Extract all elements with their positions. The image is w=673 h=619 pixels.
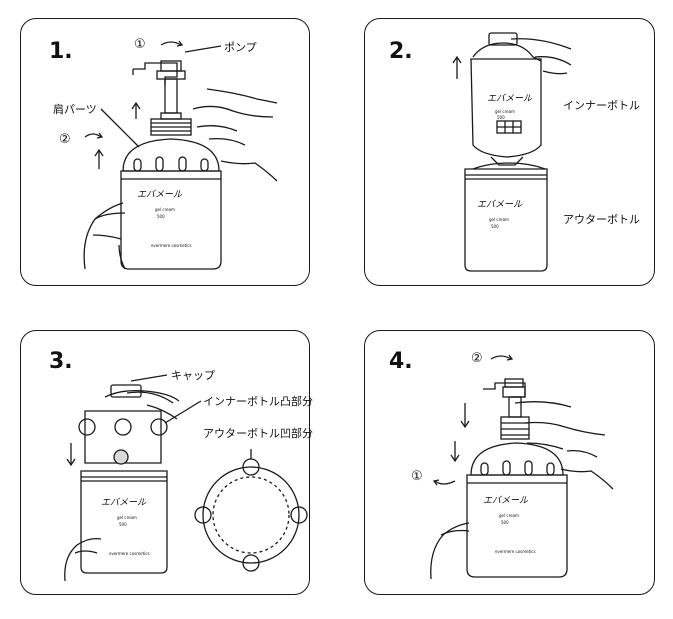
step-number: 4. [389, 349, 413, 374]
svg-text:500: 500 [501, 520, 509, 525]
inner-convex-label: インナーボトル凸部分 [203, 395, 313, 408]
svg-text:エバメール: エバメール [487, 93, 533, 104]
svg-text:evermere cosmetics: evermere cosmetics [495, 549, 536, 554]
svg-text:エバメール: エバメール [477, 199, 523, 210]
svg-text:gel cream: gel cream [117, 515, 137, 520]
svg-text:evermere cosmetics: evermere cosmetics [109, 551, 150, 556]
step-marker-1: ① [134, 37, 146, 52]
step-2-illustration [452, 32, 572, 272]
svg-text:gel cream: gel cream [489, 217, 509, 222]
svg-text:500: 500 [491, 224, 499, 229]
step-1-panel: 1. ① ② ポンプ 肩パーツ [20, 18, 310, 286]
svg-text:gel cream: gel cream [495, 109, 515, 114]
svg-text:エバメール: エバメール [483, 495, 529, 506]
outer-bottle-label: アウターボトル [563, 213, 640, 226]
step-marker-2: ② [59, 132, 71, 147]
inner-bottle-label: インナーボトル [563, 99, 640, 112]
svg-text:エバメール: エバメール [101, 497, 147, 508]
step-marker-1: ① [411, 469, 423, 484]
step-number: 1. [49, 39, 73, 64]
product-label-3: エバメール gel cream 500 evermere cosmetics [101, 497, 150, 556]
cap-label: キャップ [171, 369, 215, 382]
step-4-panel: 4. ② ① [364, 330, 655, 595]
step-1-illustration [83, 40, 278, 270]
step-3-panel: 3. キャップ インナーボトル凸部分 アウターボトル凹部分 [20, 330, 313, 595]
step-4-illustration [430, 354, 614, 580]
step-3-illustration [64, 374, 308, 582]
outer-concave-label: アウターボトル凹部分 [203, 427, 313, 440]
svg-text:500: 500 [119, 522, 127, 527]
product-label-2: エバメール gel cream 500 エバメール gel cream 500 [477, 93, 533, 229]
svg-text:gel cream: gel cream [499, 513, 519, 518]
step-number: 3. [49, 349, 73, 374]
product-label-4: エバメール gel cream 500 evermere cosmetics [483, 495, 536, 554]
step-number: 2. [389, 39, 413, 64]
shoulder-label: 肩パーツ [53, 103, 97, 116]
svg-text:500: 500 [497, 115, 505, 120]
rotate-arrow-icon [490, 355, 512, 360]
step-marker-2: ② [471, 351, 483, 366]
rotate-arrow-icon [160, 41, 182, 46]
step-2-panel: 2. インナーボトル アウターボトル エバメール gel cream 500 エ… [364, 18, 655, 286]
pump-label: ポンプ [224, 41, 257, 54]
